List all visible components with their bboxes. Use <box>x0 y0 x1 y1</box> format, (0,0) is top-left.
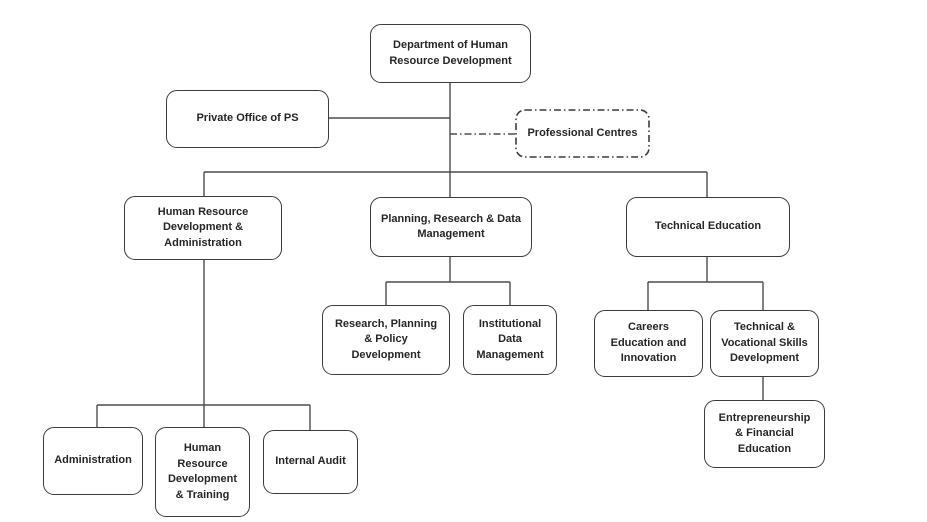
org-node-hrd-training: Human Resource Development & Training <box>155 427 250 517</box>
org-node-professional-centres: Professional Centres <box>515 109 650 158</box>
org-node-entrepreneurship-financial: Entrepreneurship & Financial Education <box>704 400 825 468</box>
org-node-label: Internal Audit <box>275 455 346 468</box>
org-node-technical-education: Technical Education <box>626 197 790 257</box>
org-node-label: Technical & Vocational Skills Developmen… <box>721 321 808 365</box>
org-node-internal-audit: Internal Audit <box>263 430 358 494</box>
org-node-research-planning-policy: Research, Planning & Policy Development <box>322 305 450 375</box>
org-node-label: Human Resource Development & Administrat… <box>157 205 249 249</box>
org-node-label: Planning, Research & Data Management <box>381 212 521 241</box>
org-node-technical-vocational-skills: Technical & Vocational Skills Developmen… <box>710 310 819 377</box>
org-node-planning-research-data: Planning, Research & Data Management <box>370 197 532 257</box>
org-node-label: Research, Planning & Policy Development <box>334 317 438 361</box>
org-node-label: Department of Human Resource Development <box>389 39 512 67</box>
org-node-administration: Administration <box>43 427 143 495</box>
org-node-label: Professional Centres <box>527 126 638 139</box>
org-node-label: Technical Education <box>654 220 762 233</box>
org-node-institutional-data: Institutional Data Management <box>463 305 557 375</box>
org-node-department: Department of Human Resource Development <box>370 24 531 83</box>
org-node-label: Entrepreneurship & Financial Education <box>718 411 811 455</box>
org-node-hrd-administration: Human Resource Development & Administrat… <box>124 196 282 260</box>
org-node-label: Human Resource Development & Training <box>167 442 238 501</box>
org-node-label: Careers Education and Innovation <box>610 321 687 365</box>
org-node-private-office: Private Office of PS <box>166 90 329 148</box>
dash-dot-border <box>515 109 650 158</box>
org-node-label: Administration <box>54 454 132 467</box>
org-node-careers-education: Careers Education and Innovation <box>594 310 703 377</box>
org-node-label: Institutional Data Management <box>476 317 544 361</box>
org-node-label: Private Office of PS <box>196 112 299 125</box>
